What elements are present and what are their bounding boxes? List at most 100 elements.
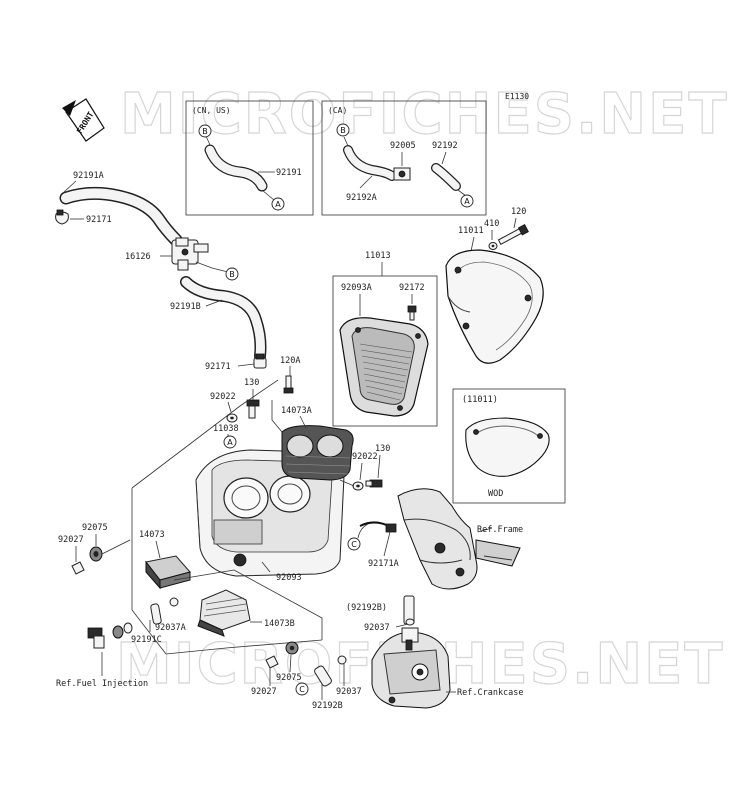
- front-arrow-icon: FRONT: [62, 98, 105, 142]
- part-label-92191b: 92191B: [170, 302, 201, 312]
- clamp-92171-icon: [253, 353, 267, 369]
- bolt-130-icon: [246, 399, 260, 419]
- part-label-92037-bottom: 92037: [336, 687, 362, 697]
- part-label-92075-bottom: 92075: [276, 673, 302, 683]
- part-label-92022-left: 92022: [210, 392, 236, 402]
- part-label-130-left: 130: [244, 378, 259, 388]
- part-label-16126: 16126: [125, 252, 151, 262]
- svg-text:C: C: [351, 540, 357, 549]
- part-label-92191a: 92191A: [73, 171, 104, 181]
- part-label-92192: 92192: [432, 141, 458, 151]
- svg-text:B: B: [229, 270, 235, 279]
- connector-a-icon: [223, 435, 237, 449]
- connector-c-icon: [295, 682, 309, 696]
- part-label-92093a: 92093A: [341, 283, 372, 293]
- part-label-410: 410: [484, 219, 499, 229]
- svg-text:B: B: [202, 127, 208, 136]
- part-label-92172: 92172: [399, 283, 425, 293]
- clamp-92171a-icon: [359, 521, 397, 533]
- tube-92037a-icon: [150, 603, 162, 625]
- bolt-120a-icon: [283, 375, 294, 394]
- air-filter-11013-icon: [339, 317, 429, 417]
- part-label-92171-top: 92171: [86, 215, 112, 225]
- box-cn-us-title: (CN, US): [192, 106, 231, 115]
- svg-text:B: B: [340, 126, 346, 135]
- air-cleaner-cover-11011-icon: [445, 249, 544, 364]
- part-label-92191c: 92191C: [131, 635, 162, 645]
- filter-element-14073a-icon: [281, 425, 354, 481]
- part-label-92093: 92093: [276, 573, 302, 583]
- connector-a-icon: [460, 194, 474, 208]
- part-label-92191: 92191: [276, 168, 302, 178]
- hose-92191-icon: [204, 144, 268, 192]
- ref-crankcase: Ref.Crankcase: [457, 688, 524, 698]
- clip-icon: [169, 597, 179, 607]
- tube-92192b-icon: [314, 665, 332, 687]
- part-label-92171a: 92171A: [368, 559, 399, 569]
- part-label-92192a: 92192A: [346, 193, 377, 203]
- box-ca: [321, 100, 487, 216]
- connector-b-icon: [225, 267, 239, 281]
- connector-b-icon: [336, 123, 350, 137]
- joint-92005-icon: [393, 167, 411, 181]
- ref-fuel-injection: Ref.Fuel Injection: [56, 679, 148, 689]
- collar-92027-icon: [265, 655, 279, 669]
- clip-92037-icon: [337, 655, 347, 665]
- washer-92022-icon: [226, 413, 238, 423]
- part-label-14073a: 14073A: [281, 406, 312, 416]
- hose-92192-icon: [431, 163, 461, 191]
- part-label-92005: 92005: [390, 141, 416, 151]
- screw-92172-icon: [407, 305, 417, 321]
- clamp-92171-icon: [55, 209, 69, 225]
- washer-410-icon: [488, 242, 498, 250]
- part-label-92022-right: 92022: [352, 452, 378, 462]
- watermark-top: MICROFICHES.NET: [120, 82, 729, 147]
- clip-92037-icon: [405, 618, 415, 626]
- svg-text:A: A: [227, 438, 233, 447]
- box-cn-us: [185, 100, 314, 216]
- part-label-11013: 11013: [365, 251, 391, 261]
- part-label-92192b-bottom: 92192B: [312, 701, 343, 711]
- airbox-housing-11038-icon: [195, 449, 345, 577]
- part-label-92171-mid: 92171: [205, 362, 231, 372]
- part-label-120: 120: [511, 207, 526, 217]
- part-label-92192b-paren: (92192B): [346, 603, 387, 613]
- part-label-11038: 11038: [213, 424, 239, 434]
- washer-92022-icon: [352, 481, 364, 491]
- crankcase-section-icon: [371, 627, 451, 709]
- connector-b-icon: [198, 124, 212, 138]
- hose-92191a-icon: [59, 186, 183, 247]
- valve-16126-icon: [171, 237, 209, 271]
- part-label-14073b: 14073B: [264, 619, 295, 629]
- grommet-92075-icon: [89, 546, 103, 562]
- svg-text:C: C: [299, 685, 305, 694]
- connector-c-icon: [347, 537, 361, 551]
- bolt-130-icon: [365, 479, 383, 488]
- part-label-14073: 14073: [139, 530, 165, 540]
- svg-text:A: A: [275, 200, 281, 209]
- filter-14073b-icon: [197, 589, 251, 637]
- frame-section-icon: [397, 488, 521, 590]
- svg-text:A: A: [464, 197, 470, 206]
- wod-part-ref: (11011): [462, 395, 498, 405]
- collar-92027-icon: [71, 561, 85, 575]
- box-ca-title: (CA): [328, 106, 347, 115]
- filter-14073-icon: [145, 555, 191, 590]
- wod-cover-icon: [465, 417, 550, 477]
- joint-fuel-injection-icon: [87, 622, 133, 649]
- hose-92192a-icon: [343, 145, 397, 181]
- connector-a-icon: [271, 197, 285, 211]
- part-label-92037-right: 92037: [364, 623, 390, 633]
- bolt-120-icon: [497, 224, 529, 245]
- part-label-92075-left: 92075: [82, 523, 108, 533]
- box-wod: [452, 388, 566, 504]
- grommet-92075-icon: [285, 641, 299, 655]
- wod-label: WOD: [488, 489, 503, 499]
- box-11013: [332, 275, 438, 427]
- part-label-92027-bottom: 92027: [251, 687, 277, 697]
- part-label-120a: 120A: [280, 356, 300, 366]
- diagram-code: E1130: [505, 92, 529, 101]
- part-label-11011: 11011: [458, 226, 484, 236]
- part-label-92037a: 92037A: [155, 623, 186, 633]
